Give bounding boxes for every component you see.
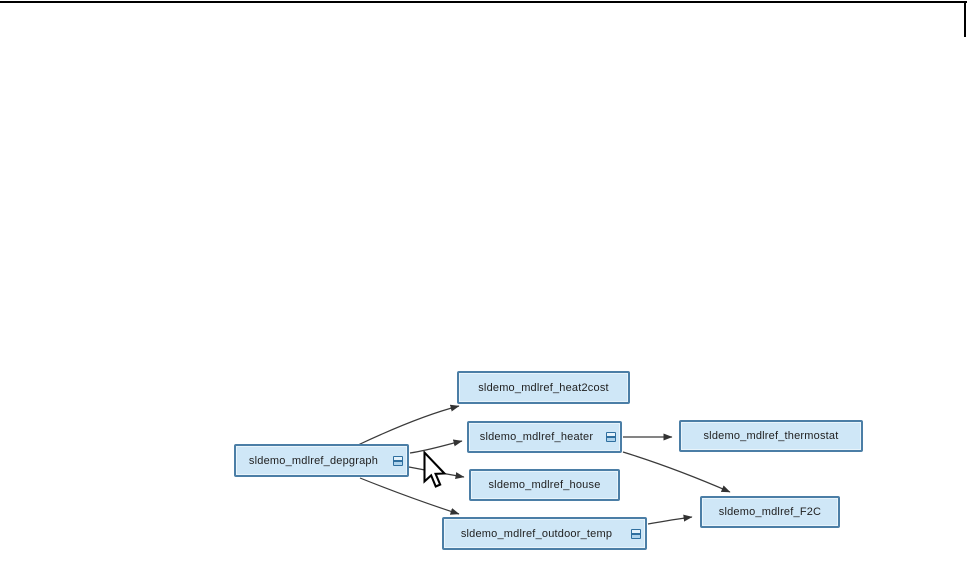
node-label: sldemo_mdlref_heat2cost [478,381,609,394]
graph-node-heater[interactable]: sldemo_mdlref_heater [467,421,622,453]
graph-node-depgraph[interactable]: sldemo_mdlref_depgraph [234,444,409,477]
collapse-icon[interactable] [606,432,616,442]
edge-heater-f2c [622,451,731,493]
window-border-right [964,1,966,37]
node-label: sldemo_mdlref_outdoor_temp [460,527,613,540]
graph-node-f2c[interactable]: sldemo_mdlref_F2C [700,496,840,528]
graph-node-heat2cost[interactable]: sldemo_mdlref_heat2cost [457,371,630,404]
collapse-icon[interactable] [393,455,403,466]
edge-depgraph-heat2cost [357,404,460,446]
graph-node-house[interactable]: sldemo_mdlref_house [469,469,620,501]
node-label: sldemo_mdlref_F2C [718,506,822,518]
window-border-top [0,1,967,3]
edge-outdoor-temp-f2c [647,514,693,525]
edge-depgraph-heater [409,439,463,454]
node-label: sldemo_mdlref_thermostat [703,430,839,442]
collapse-icon[interactable] [631,528,641,539]
graph-node-outdoor-temp[interactable]: sldemo_mdlref_outdoor_temp [442,517,647,550]
graph-node-thermostat[interactable]: sldemo_mdlref_thermostat [679,420,863,452]
node-label: sldemo_mdlref_depgraph [248,454,379,467]
mouse-cursor-icon [423,451,447,488]
node-label: sldemo_mdlref_house [488,479,601,491]
edge-depgraph-outdoor-temp [359,477,460,515]
node-label: sldemo_mdlref_heater [479,431,594,443]
